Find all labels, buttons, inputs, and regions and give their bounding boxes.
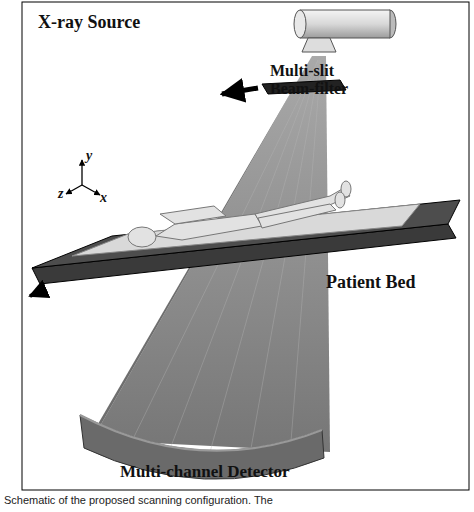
part-label: Patient Bed xyxy=(326,272,416,293)
collimator xyxy=(302,38,336,52)
xray-tube xyxy=(300,10,390,38)
axis-label: x xyxy=(100,190,107,206)
part-label: Multi-slit Beam-filter xyxy=(270,62,370,99)
axis-label: y xyxy=(86,148,92,164)
detector-face xyxy=(80,415,322,451)
tube-end xyxy=(294,10,306,38)
figure-caption: Schematic of the proposed scanning confi… xyxy=(4,494,273,506)
motion-arrow xyxy=(30,290,44,296)
bed-mattress xyxy=(72,204,420,256)
figure-frame xyxy=(22,2,469,490)
bed-top xyxy=(32,200,460,268)
motion-arrow xyxy=(222,88,258,94)
axis-label: z xyxy=(58,186,63,202)
part-label: X-ray Source xyxy=(38,12,140,33)
part-label: Multi-channel Detector xyxy=(120,462,289,482)
axis-triad xyxy=(66,160,100,195)
patient-figure xyxy=(128,181,351,247)
